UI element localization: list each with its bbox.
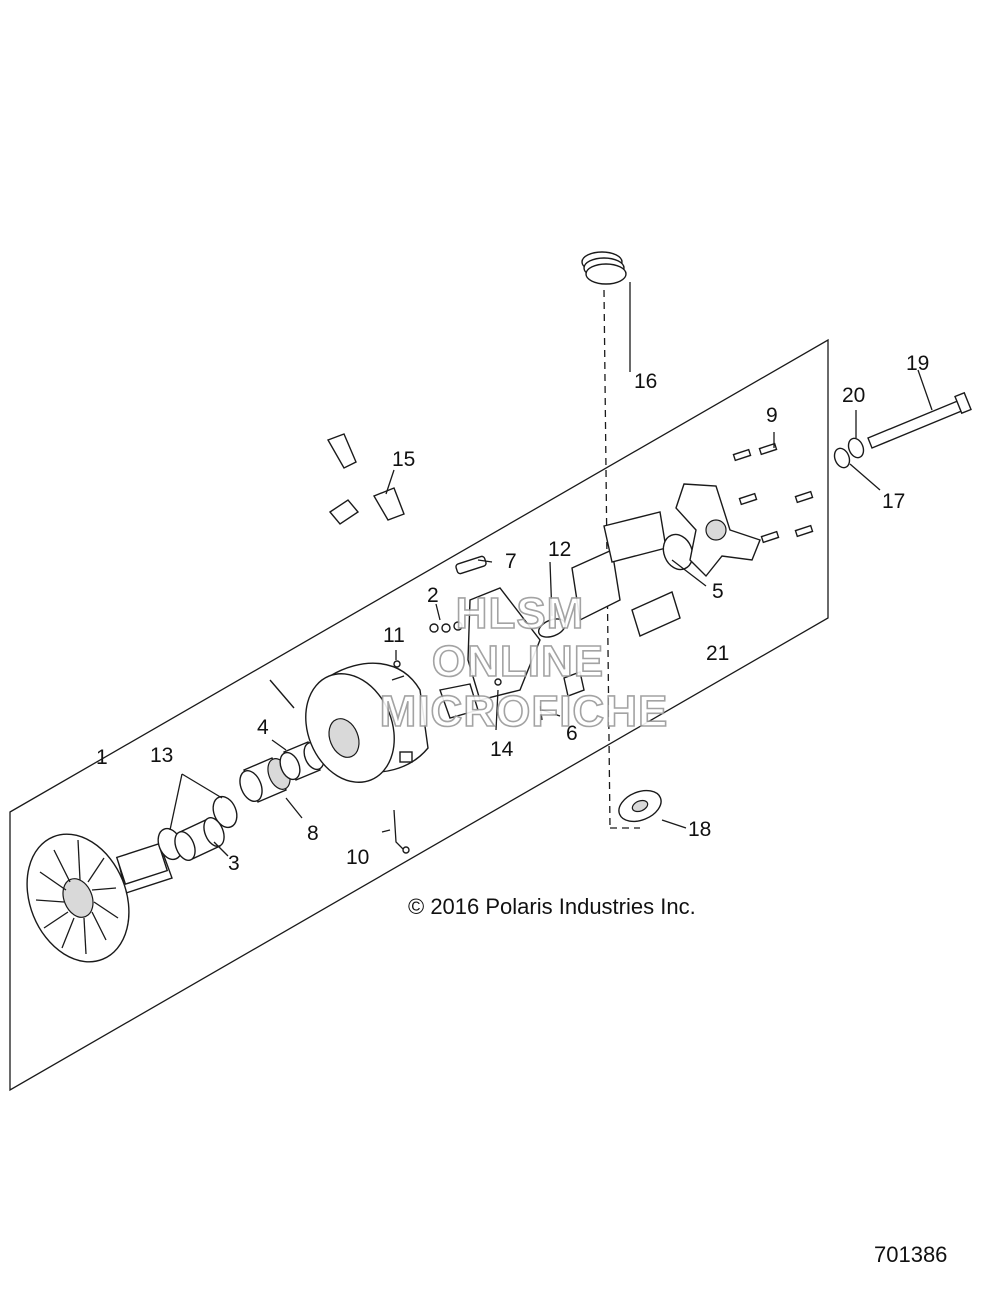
watermark: HLSM ONLINE MICROFICHE [379,588,669,737]
callout-11: 11 [383,624,405,647]
callout-14: 14 [490,738,514,761]
part-bushing-4 [279,741,325,781]
callout-20: 20 [842,384,865,407]
part-weights-cluster [439,587,585,721]
part-cover-12 [571,548,621,622]
callout-18: 18 [688,818,711,841]
watermark-line-2: ONLINE [432,637,604,686]
part-pin-11 [391,660,405,681]
part-retaining-pin [393,809,410,854]
callout-6: 6 [566,722,578,745]
callout-4: 4 [257,716,269,739]
callout-3: 3 [228,852,240,875]
part-washer-20 [847,437,865,459]
assembly-boundary [9,338,829,1092]
part-bushing-3 [174,816,225,862]
watermark-line-3: MICROFICHE [380,687,669,736]
leader-lines [169,282,933,857]
callout-2: 2 [427,584,439,607]
callout-7: 7 [505,550,517,573]
callout-16: 16 [634,370,657,393]
part-long-pin [269,679,295,709]
part-cover-21 [631,591,681,637]
callout-10: 10 [346,846,369,869]
part-washer-18 [618,789,662,823]
part-cover-5 [603,511,694,571]
copyright-notice: © 2016 Polaris Industries Inc. [408,894,696,919]
callout-5: 5 [712,580,724,603]
part-bolt-19 [867,391,972,449]
callout-8: 8 [307,822,319,845]
part-weights-15 [326,433,405,525]
callout-9: 9 [766,404,778,427]
part-o-ring-right [212,795,238,829]
part-spider-plate [675,483,761,578]
part-roller-7 [455,555,487,575]
watermark-line-1: HLSM [456,589,585,638]
callout-12: 12 [548,538,571,561]
callout-labels: 1 2 3 4 5 6 7 8 9 10 11 12 13 14 15 16 1… [96,352,929,875]
callout-21: 21 [706,642,729,665]
part-movable-sheave [305,662,429,783]
part-bolts-9 [732,442,814,544]
callout-1: 1 [96,746,108,769]
part-bushing-8 [239,757,291,803]
part-stationary-sheave [26,833,173,963]
callout-19: 19 [906,352,929,375]
callout-15: 15 [392,448,415,471]
part-spring [581,251,627,285]
callout-17: 17 [882,490,905,513]
part-washer-17 [833,447,851,469]
part-hardware-2 [429,621,463,633]
callout-13: 13 [150,744,173,767]
figure-number: 701386 [874,1242,947,1267]
